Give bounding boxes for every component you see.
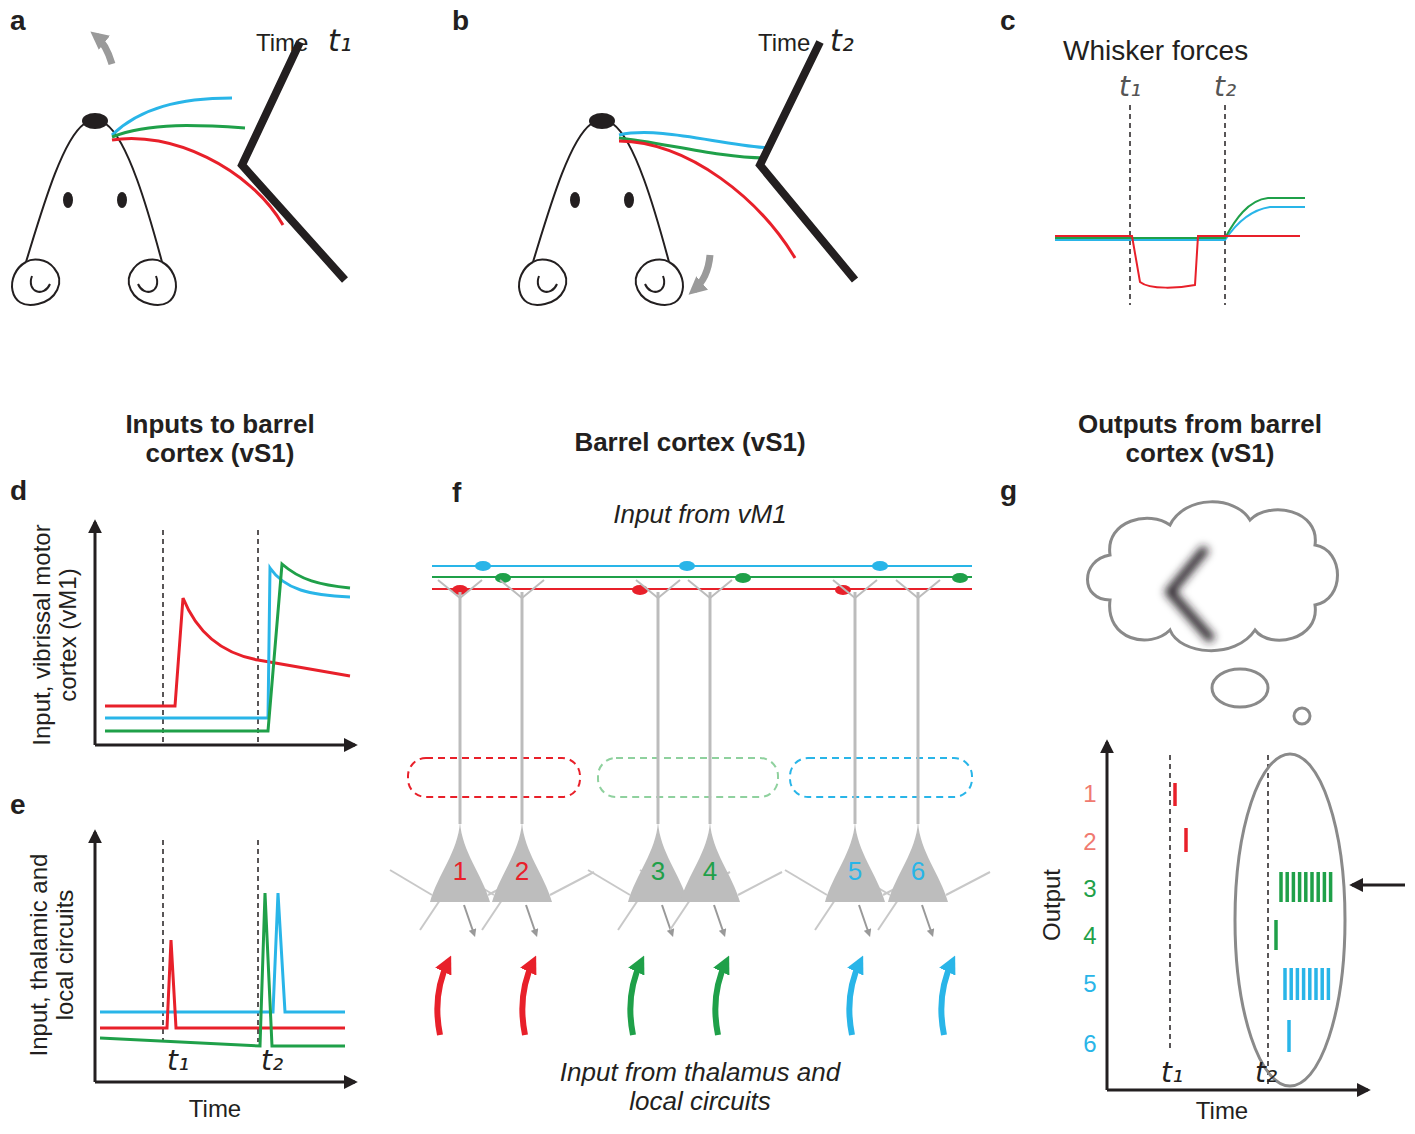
heading-label: Outputs from barrel cortex (vS1) [1050, 410, 1350, 467]
heading-label: Barrel cortex (vS1) [574, 428, 805, 457]
neuron-number: 4 [678, 856, 742, 887]
neuron-number: 5 [823, 856, 887, 887]
text-label: Time [189, 1096, 241, 1122]
heading-label: Inputs to barrel cortex (vS1) [90, 410, 350, 467]
neuron-soma: 4 [678, 822, 742, 906]
text-label: Time [256, 30, 308, 56]
text-label: Input from vM1 [613, 500, 786, 529]
text-label: Input from thalamus and local circuits [530, 1058, 870, 1115]
neuron-soma: 2 [490, 822, 554, 906]
neuron-soma: 5 [823, 822, 887, 906]
neuron-number: 6 [886, 856, 950, 887]
text-label: t₂ [1255, 1058, 1277, 1089]
text-label: 6 [1083, 1031, 1096, 1057]
text-label: Input, vibrissal motor cortex (vM1) [29, 520, 82, 750]
text-label: t₁ [328, 24, 352, 57]
neuron-number: 1 [428, 856, 492, 887]
neuron-number: 2 [490, 856, 554, 887]
text-label: 5 [1083, 971, 1096, 997]
text-label: t₂ [1214, 72, 1236, 103]
text-label: 2 [1083, 829, 1096, 855]
heading-label: c [1000, 6, 1016, 37]
heading-label: d [10, 476, 27, 507]
text-label: t₁ [167, 1046, 189, 1077]
text-label: t₂ [830, 24, 854, 57]
text-label: 1 [1083, 781, 1096, 807]
text-label: t₂ [261, 1046, 283, 1077]
text-label: 4 [1083, 923, 1096, 949]
text-label: 3 [1083, 876, 1096, 902]
heading-label: f [452, 478, 461, 509]
mouse-head [12, 113, 176, 305]
neuron-soma: 1 [428, 822, 492, 906]
neuron-soma: 3 [626, 822, 690, 906]
text-label: t₁ [1161, 1058, 1183, 1089]
mouse-head [519, 113, 683, 305]
text-label: Output [1039, 869, 1065, 941]
heading-label: b [452, 6, 469, 37]
text-label: Time [1196, 1098, 1248, 1124]
neuron-number: 3 [626, 856, 690, 887]
text-label: Time [758, 30, 810, 56]
text-label: Whisker forces [1063, 36, 1248, 67]
heading-label: e [10, 790, 26, 821]
heading-label: a [10, 6, 26, 37]
text-label: t₁ [1119, 72, 1141, 103]
heading-label: g [1000, 476, 1017, 507]
text-label: Input, thalamic and local circuits [26, 840, 79, 1070]
neuron-soma: 6 [886, 822, 950, 906]
